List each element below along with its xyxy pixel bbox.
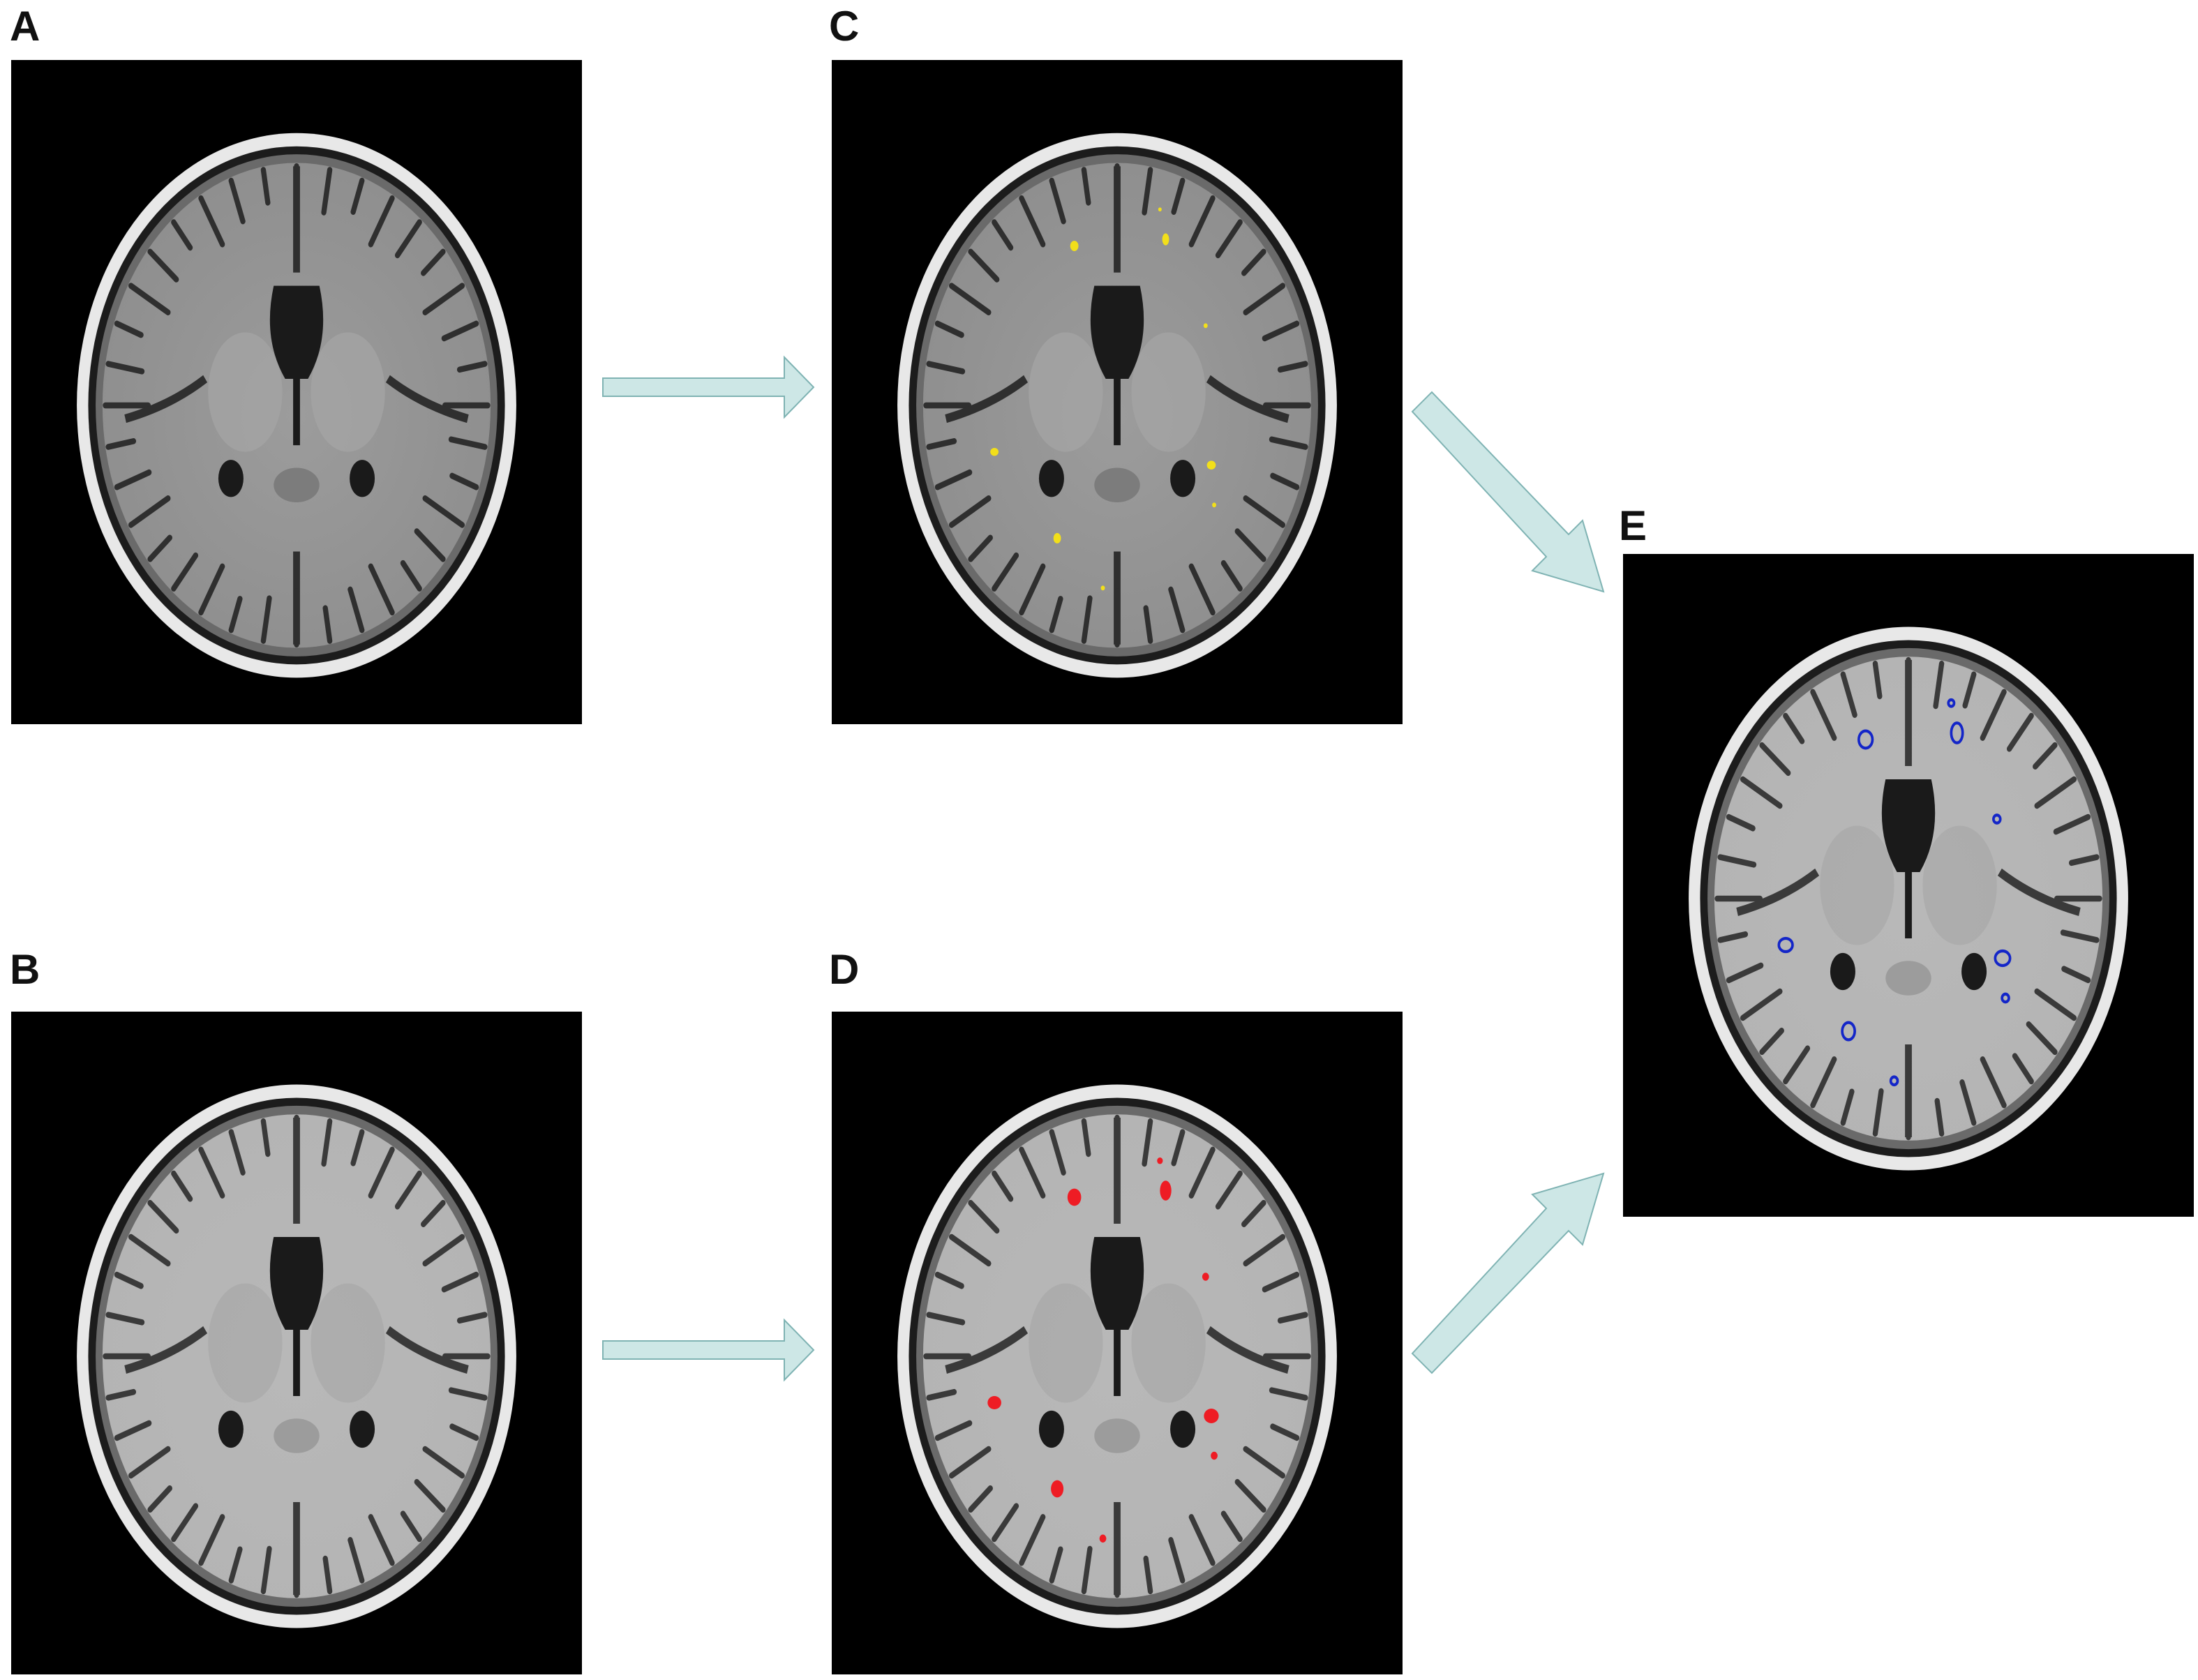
lesion-marker <box>990 447 999 456</box>
diagonal-down-arrow-icon <box>1411 391 1605 593</box>
lesion-marker <box>1162 233 1169 246</box>
right-arrow-icon <box>602 1318 815 1382</box>
t1-brain-slice-image <box>11 60 582 724</box>
arrow-d-to-e <box>1410 1172 1605 1374</box>
lesion-marker <box>1070 241 1079 251</box>
lesion-marker <box>1099 1534 1107 1543</box>
lesion-marker <box>1950 721 1964 744</box>
lesion-marker <box>1211 1451 1218 1460</box>
lesion-marker <box>1992 813 2002 825</box>
lesion-marker <box>1777 936 1794 954</box>
lesion-marker <box>1204 1409 1219 1423</box>
panel-label-d: D <box>829 946 860 993</box>
lesion-marker <box>1160 1180 1172 1201</box>
lesion-marker <box>1206 460 1216 470</box>
lesion-marker <box>1841 1021 1856 1042</box>
mri-panel-e <box>1623 554 2194 1217</box>
panel-label-e: E <box>1619 502 1647 549</box>
mri-panel-b <box>11 1012 582 1674</box>
lesion-marker <box>1067 1188 1082 1206</box>
lesion-marker <box>1051 1480 1064 1498</box>
right-arrow-icon <box>602 355 815 419</box>
lesion-marker <box>1157 1157 1163 1164</box>
flair-brain-slice-image <box>11 1012 582 1674</box>
flair-brain-slice-with-blue-lesion-outlines <box>1623 554 2194 1217</box>
mri-panel-a <box>11 60 582 724</box>
diagonal-up-arrow-icon <box>1411 1172 1605 1374</box>
lesion-marker <box>1857 729 1874 750</box>
arrow-b-to-d <box>601 1317 815 1383</box>
flair-brain-slice-with-red-lesions <box>832 1012 1403 1674</box>
lesion-marker <box>1889 1075 1899 1087</box>
lesion-marker <box>1053 533 1061 543</box>
lesion-marker <box>1947 698 1956 708</box>
lesion-marker <box>2001 992 2010 1004</box>
panel-label-b: B <box>10 946 40 993</box>
mri-panel-c <box>832 60 1403 724</box>
lesion-marker <box>1100 585 1105 591</box>
lesion-marker <box>1203 323 1208 329</box>
panel-label-a: A <box>10 3 40 50</box>
arrow-a-to-c <box>601 354 815 420</box>
lesion-marker <box>1212 502 1217 508</box>
arrow-c-to-e <box>1410 391 1605 593</box>
mri-panel-d <box>832 1012 1403 1674</box>
panel-label-c: C <box>829 3 860 50</box>
lesion-marker <box>1158 207 1162 212</box>
lesion-marker <box>1994 949 2012 968</box>
lesion-marker <box>987 1396 1001 1409</box>
lesion-marker <box>1202 1273 1209 1281</box>
t1-brain-slice-with-yellow-lesions <box>832 60 1403 724</box>
